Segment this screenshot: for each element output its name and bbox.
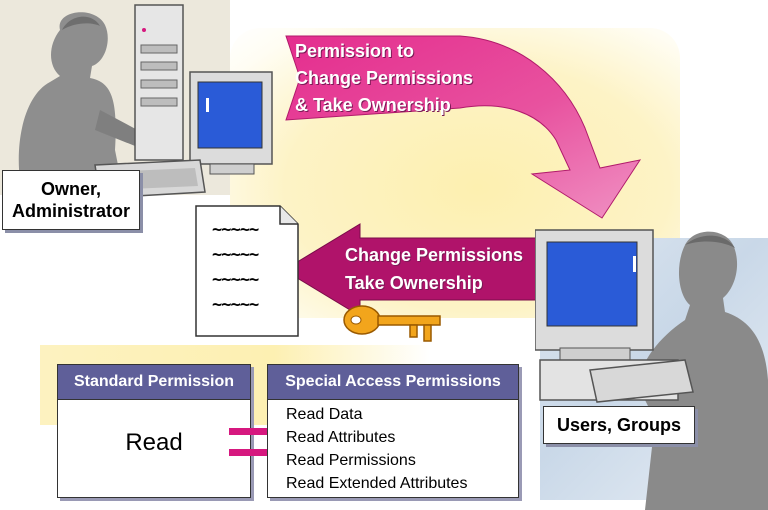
- owner-tower-icon: [134, 4, 184, 161]
- list-item: Read Attributes: [286, 429, 396, 446]
- top-arrow-shape: [285, 35, 642, 219]
- standard-permission-table: Standard Permission Read: [57, 364, 251, 498]
- special-access-permissions-header: Special Access Permissions: [268, 365, 518, 400]
- users-label: Users, Groups: [543, 406, 695, 444]
- top-arrow-line2: Change Permissions: [295, 68, 474, 88]
- users-label-text: Users, Groups: [556, 415, 682, 435]
- users-monitor-icon: [535, 229, 654, 365]
- owner-label-line2: Administrator: [11, 201, 130, 221]
- middle-arrow-line1: Change Permissions: [345, 245, 524, 265]
- list-item: Read Extended Attributes: [286, 475, 468, 492]
- users-keyboard-icon: [589, 359, 694, 403]
- owner-monitor-icon: [189, 71, 273, 175]
- document-line: ~~~~~: [212, 220, 259, 240]
- owner-label: Owner, Administrator: [2, 170, 140, 230]
- document-text: ~~~~~ ~~~~~ ~~~~~ ~~~~~: [212, 218, 259, 318]
- top-arrow-line1: Permission to: [295, 41, 415, 61]
- equals-bar-top: [229, 428, 281, 435]
- top-arrow-line3: & Take Ownership: [295, 95, 451, 115]
- document-line: ~~~~~: [212, 270, 259, 290]
- middle-arrow-line2: Take Ownership: [345, 273, 483, 293]
- users-illustration: [535, 229, 768, 510]
- document-line: ~~~~~: [212, 245, 259, 265]
- special-permissions-list: Read Data Read Attributes Read Permissio…: [286, 403, 467, 495]
- list-item: Read Data: [286, 406, 363, 423]
- special-access-permissions-table: Special Access Permissions Read Data Rea…: [267, 364, 519, 498]
- document-line: ~~~~~: [212, 295, 259, 315]
- standard-permission-header: Standard Permission: [58, 365, 250, 400]
- owner-label-line1: Owner,: [40, 179, 102, 199]
- list-item: Read Permissions: [286, 452, 416, 469]
- key-icon: [343, 305, 441, 342]
- standard-permission-value: Read: [125, 429, 183, 456]
- owner-illustration: [0, 0, 273, 199]
- equals-bar-bottom: [229, 449, 281, 456]
